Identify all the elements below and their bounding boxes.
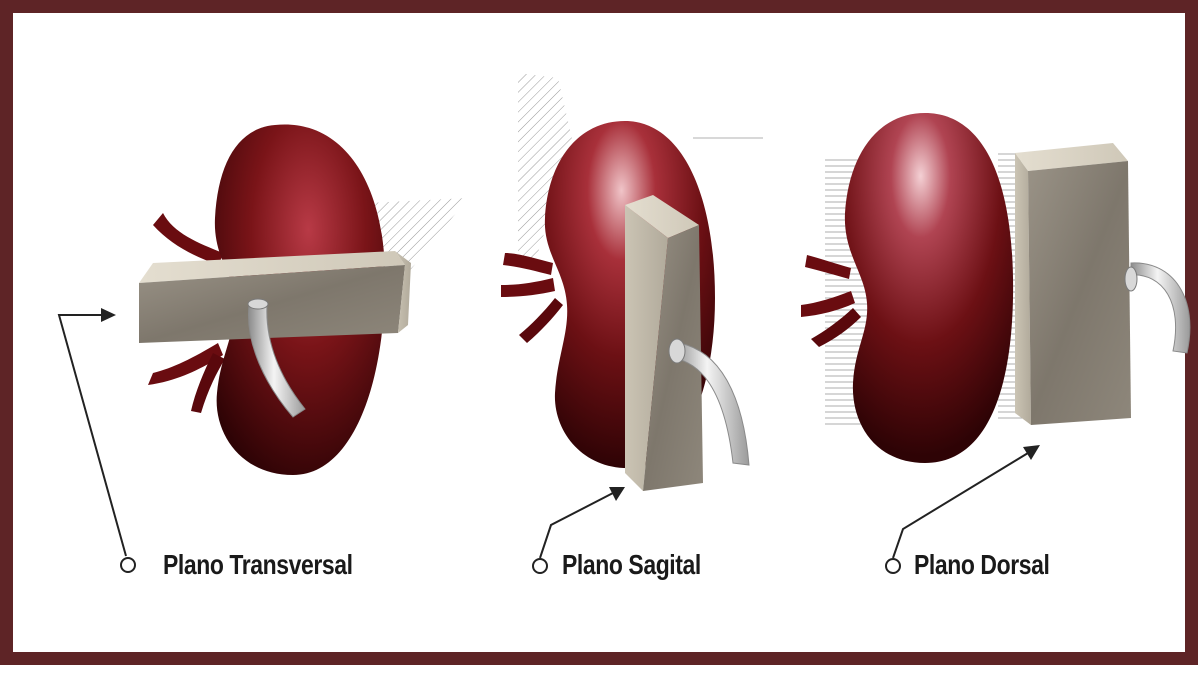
callout-sagital-marker [533,559,547,573]
callout-transversal-line [59,315,126,556]
callout-dorsal-marker [886,559,900,573]
callout-transversal [59,308,135,572]
sagital-vessel-mid [501,278,555,297]
dorsal-ureter [1131,263,1190,353]
transversal-figure [139,124,468,475]
dorsal-figure [801,113,1190,463]
sagital-ureter-opening [669,339,685,363]
callout-dorsal-arrowhead [1023,445,1040,460]
label-plano-transversal: Plano Transversal [163,548,353,582]
callout-transversal-arrowhead [101,308,116,322]
sagital-figure [501,73,763,491]
dorsal-kidney [845,113,1013,463]
label-plano-dorsal: Plano Dorsal [914,548,1049,582]
callout-transversal-marker [121,558,135,572]
sagital-vessel-lower [519,298,563,343]
transversal-ureter-opening [248,299,268,309]
transversal-vessel-upper [153,213,223,265]
label-plano-sagital: Plano Sagital [562,548,701,582]
callout-dorsal-line [893,453,1028,558]
dorsal-ureter-opening [1125,267,1137,291]
dorsal-block-front [1028,161,1131,425]
